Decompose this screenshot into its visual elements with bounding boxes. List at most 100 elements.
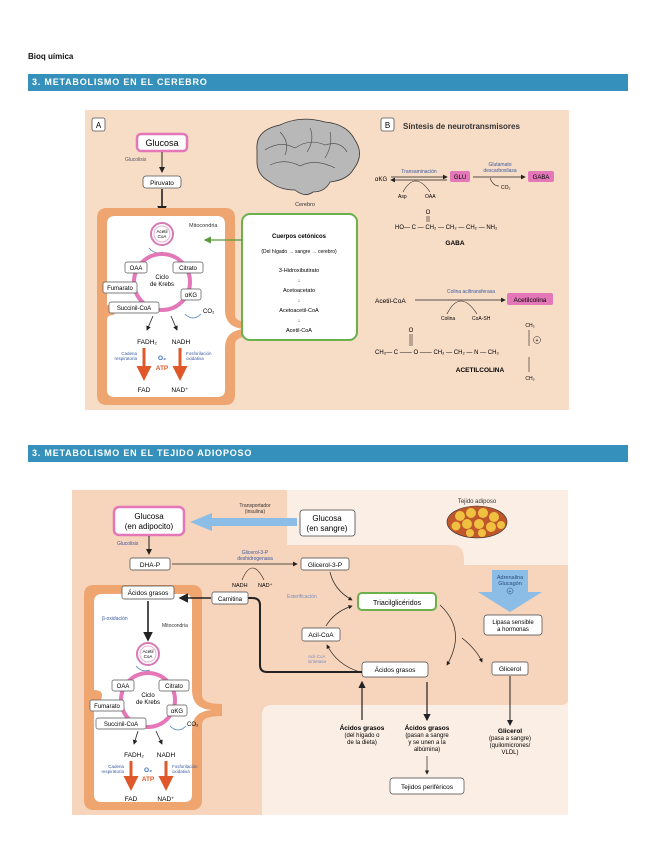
adrenalina-label: Adrenalina xyxy=(497,575,524,581)
lipasa-box xyxy=(483,614,543,636)
oaa-label: OAA xyxy=(117,684,130,690)
oaa-box xyxy=(124,261,148,274)
fumarato-box xyxy=(102,281,138,294)
nadh-label: NADH xyxy=(172,339,191,346)
arrow-acidos-acilcoa xyxy=(326,644,361,673)
gaba-formula: HO— C — CH₂ — CH₂ — CH₂ — NH₂ xyxy=(395,225,498,231)
ciclo-label-2: de Krebs xyxy=(150,282,174,288)
colina-label: Colina xyxy=(441,316,455,322)
glicerol-out-label-2: (pasa a sangre) xyxy=(489,736,531,742)
transportador-label-1: Transportador xyxy=(239,503,271,509)
glucolisis-label: Glucolisis xyxy=(117,541,139,547)
cuerpos-step: Acetil-CoA xyxy=(286,328,312,334)
brain-icon xyxy=(256,118,360,195)
arrow-triacil-glicerol xyxy=(461,637,483,663)
succinil-label: Succinil-CoA xyxy=(104,722,138,728)
fosfo-label-1: Fosforilación xyxy=(172,764,198,769)
fosfo-label-1: Fosforilación xyxy=(186,351,212,356)
cadena-label-1: Cadena xyxy=(121,351,137,356)
cuerpos-step-arrow: ↓ xyxy=(298,298,301,304)
ach-caption: ACETILCOLINA xyxy=(456,367,505,374)
nad-label: NAD⁺ xyxy=(258,582,273,589)
acilcoa-label: Acil-CoA xyxy=(308,632,334,639)
tejidos-perifericos-box xyxy=(389,777,465,795)
acetilcolina-box xyxy=(507,293,553,305)
atp-label: ATP xyxy=(156,365,169,372)
nadh-label: NADH xyxy=(232,583,248,589)
glucagon-label: Glucagón xyxy=(498,581,522,587)
adrenalina-plus-circle xyxy=(506,587,514,595)
co2-release-arrow xyxy=(169,725,187,731)
g3p-label: Glicerol-3-P xyxy=(308,562,342,569)
b-oaa-label: OAA xyxy=(425,194,436,200)
glicerol-out-label-1: Glicerol xyxy=(498,728,522,735)
akg-box xyxy=(166,704,188,717)
lipasa-label-2: a hormonas xyxy=(497,627,529,633)
ach-ch3-bottom: CH₃ xyxy=(525,376,534,382)
acidos-grasos-center-label: Ácidos grasos xyxy=(375,665,417,674)
ag-sangre-label-3: y se unen a la xyxy=(408,740,446,746)
gaba-label: GABA xyxy=(533,175,550,181)
co2-branch xyxy=(489,177,500,187)
glicerol-label: Glicerol xyxy=(499,666,522,673)
b-co2-label: CO₂ xyxy=(501,185,511,191)
acidos-grasos-center-box xyxy=(361,661,429,678)
glucosa-adipocito-box xyxy=(112,505,186,537)
arrow-acilcoa-triacil xyxy=(325,605,353,627)
transaminacion-label: Transaminación xyxy=(401,169,437,175)
glicerol-box xyxy=(491,661,529,676)
ag-sangre-label-4: albúmina) xyxy=(414,747,440,753)
arrow-g3p-triacil xyxy=(329,571,353,601)
succinil-box xyxy=(108,301,160,314)
b-acetilcoa-label: Acetil-CoA xyxy=(375,298,406,305)
fad-label: FAD xyxy=(138,387,151,394)
glucosa-label: Glucosa xyxy=(145,138,178,148)
o2-label: O₂ xyxy=(144,767,152,774)
g3pdh-label-1: Glicerol-3-P xyxy=(242,550,269,556)
fosfo-label-2: oxidativa xyxy=(172,769,190,774)
succinil-label: Succinil-CoA xyxy=(117,306,151,312)
arrow-to-nadh xyxy=(170,315,178,331)
acilcoa-box xyxy=(301,627,341,642)
dhap-label: DHA-P xyxy=(140,562,160,569)
glucosa-sangre-label-1: Glucosa xyxy=(312,514,342,523)
fosfo-label-2: oxidativa xyxy=(186,356,204,361)
cuerpos-title: Cuerpos cetónicos xyxy=(272,234,327,240)
cuerpos-cetonicos-box xyxy=(241,213,358,341)
cuerpos-step-arrow: ↓ xyxy=(298,318,301,324)
ag-dieta-label-3: de la dieta) xyxy=(347,740,377,746)
cadena-label-1: Cadena xyxy=(108,764,124,769)
adipose-tissue-icon xyxy=(446,505,508,539)
fumarato-box xyxy=(89,699,125,712)
b-akg-label: αKG xyxy=(375,177,387,183)
cerebro-label: Cerebro xyxy=(295,202,315,208)
cuerpos-step: 3-Hidroxibutirato xyxy=(279,268,319,274)
gaba-caption: GABA xyxy=(445,240,464,247)
transportador-label-2: (insulina) xyxy=(245,509,266,515)
glut-label-2: descarboxilasa xyxy=(483,168,517,174)
carnitina-box xyxy=(211,591,249,605)
esterificacion-label: Esterificación xyxy=(287,594,317,600)
panel-a-label: A xyxy=(96,121,102,130)
acetilcoa-label-1: Acetil xyxy=(142,649,153,654)
oaa-box xyxy=(111,679,135,692)
acetil-to-cycle-arrow xyxy=(135,665,151,672)
fumarato-label: Fumarato xyxy=(94,704,120,710)
fadh2-label: FADH₂ xyxy=(137,339,157,346)
acilcoa-sint-label-2: sintetasa xyxy=(308,659,327,664)
citrato-box xyxy=(158,679,190,692)
co2-label: CO₂ xyxy=(187,722,199,728)
glut-label-1: Glutamato xyxy=(488,162,511,168)
oaa-label: OAA xyxy=(130,266,143,272)
glucosa-adipocito-label-2: (en adipocito) xyxy=(125,522,174,531)
dhap-box xyxy=(129,557,171,571)
glucosa-adipocito-label-1: Glucosa xyxy=(134,512,164,521)
cuerpos-step-arrow: ↓ xyxy=(298,278,301,284)
triacilgliceridos-label: Triacilglicéridos xyxy=(373,600,421,607)
cadena-label-2: respiratoria xyxy=(114,356,137,361)
figure-brain-svg: A Glucosa Glucolisis Piruvato Mitocondri… xyxy=(85,110,569,410)
acilcoa-sint-label-1: Acil-CoA xyxy=(308,654,326,659)
nadh2-label: NADH xyxy=(157,752,176,759)
arrow-to-nadh xyxy=(155,730,163,745)
asp-oaa-arc xyxy=(402,180,431,193)
